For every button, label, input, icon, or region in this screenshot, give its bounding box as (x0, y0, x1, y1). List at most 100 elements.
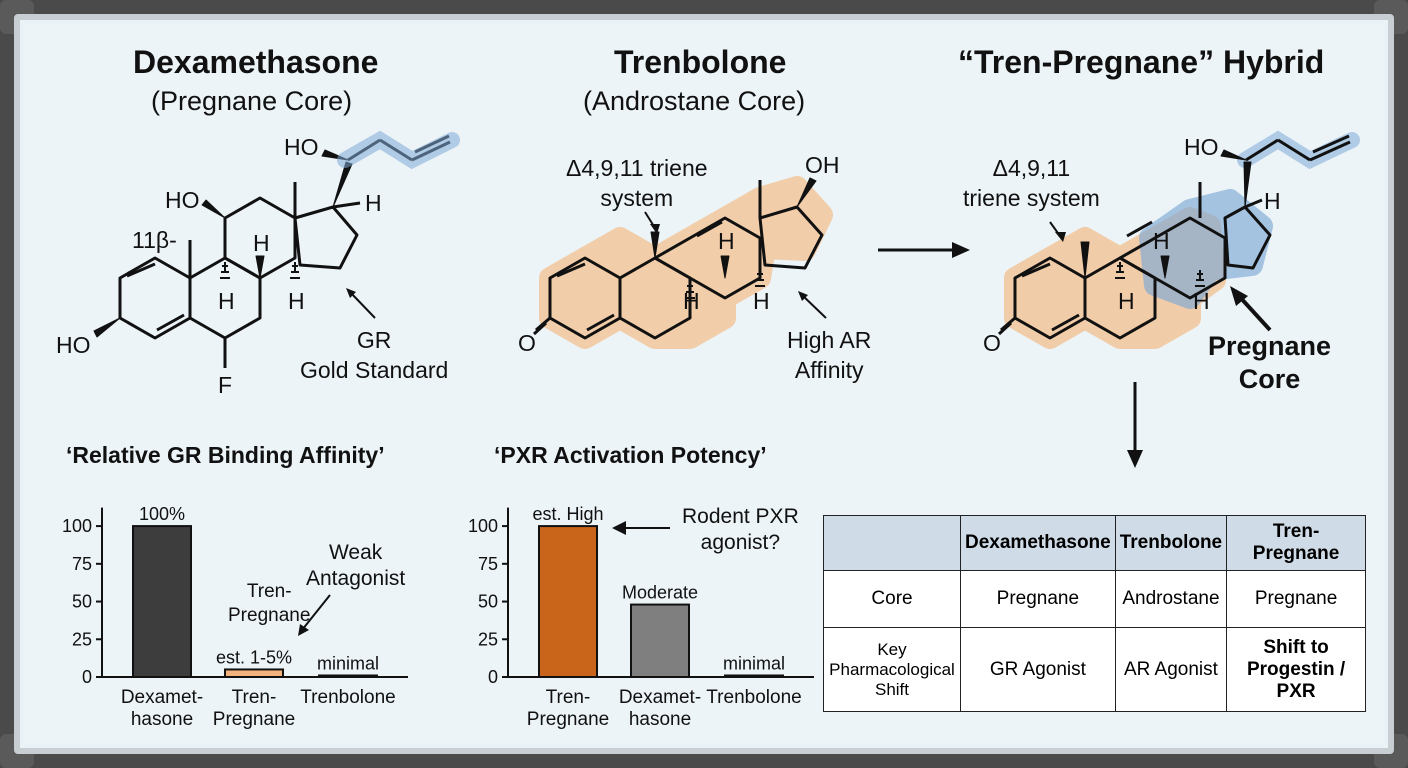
pxr-bar (724, 674, 784, 678)
down-arrowhead (1127, 450, 1143, 468)
dexa-double-bond-a (126, 262, 156, 278)
dexa-h4-label: H (288, 288, 305, 314)
dexa-11beta-label: 11β- (132, 227, 177, 253)
gr-chart-title: ‘Relative GR Binding Affinity’ (66, 442, 385, 468)
hybrid-structure (997, 134, 1351, 340)
hybrid-o-label: O (983, 330, 1001, 356)
tren-triene-line2: system (600, 185, 674, 211)
hybrid-hash-1 (1115, 262, 1125, 279)
gr-antagonist-arrowhead (298, 624, 309, 636)
dexa-sidechain-highlight (337, 130, 460, 170)
table-cell: Pregnane (960, 570, 1116, 628)
pxr-annot-line2: agonist? (700, 531, 781, 554)
pxr-chart-title: ‘PXR Activation Potency’ (494, 442, 767, 468)
gr-data-label: minimal (317, 653, 379, 673)
hybrid-h4-label: H (1193, 288, 1210, 314)
gr-category-label: hasone (131, 709, 193, 730)
tren-c3-o-dbl (532, 321, 548, 336)
tren-triene-annotation: Δ4,9,11 triene system (566, 153, 708, 213)
tren-wedge-methyl (650, 231, 660, 259)
tren-o-label: O (518, 330, 536, 356)
pxr-data-label: minimal (723, 653, 785, 673)
dexa-hash-2 (290, 262, 300, 279)
dexa-wedge-c17 (332, 161, 353, 208)
pxr-y-tick-label: 100 (468, 516, 498, 536)
tren-ar-line2: Affinity (794, 357, 864, 383)
hybrid-triene-line1: Δ4,9,11 (992, 155, 1071, 181)
tren-ar-line1: High AR (787, 327, 872, 353)
gr-y-tick-label: 75 (72, 554, 92, 574)
pxr-bar (538, 525, 598, 678)
gr-category-label: Dexamet- (121, 687, 203, 708)
gr-weak-antagonist-annotation: Weak Antagonist (306, 540, 405, 592)
hybrid-h1-label: H (1264, 188, 1281, 214)
hybrid-sidechain-3 (1309, 140, 1351, 162)
hybrid-triene-arrowhead (1055, 232, 1066, 242)
dexa-c17-h (332, 201, 361, 209)
hybrid-triene-annotation: Δ4,9,11 triene system (963, 153, 1100, 213)
table-header-cell: Tren-Pregnane (1226, 515, 1366, 571)
pxr-category-label: Pregnane (527, 709, 609, 730)
tren-h1-label: H (718, 228, 735, 254)
hybrid-core-line1: Pregnane (1208, 331, 1332, 361)
pxr-data-label: Moderate (622, 583, 698, 603)
gr-y-tick-label: 0 (82, 667, 92, 687)
pxr-y-tick-label: 0 (488, 667, 498, 687)
hybrid-triene-line2: triene system (963, 185, 1100, 211)
comparison-table: Dexamethasone Trenbolone Tren-Pregnane C… (823, 515, 1366, 712)
gr-y-tick-label: 100 (62, 516, 92, 536)
trenbolone-core-subtitle: (Androstane Core) (583, 86, 806, 116)
gr-annot-line3: Weak (328, 541, 383, 564)
hybrid-ho-label: HO (1184, 134, 1219, 160)
hybrid-double-bond-a (1021, 262, 1051, 278)
pxr-data-label: est. High (532, 504, 603, 524)
trenbolone-title: Trenbolone (614, 44, 787, 80)
gr-category-label: Tren- (232, 687, 277, 708)
tren-hash-1 (685, 282, 695, 299)
table-row: Core Pregnane Androstane Pregnane (823, 570, 1366, 628)
table-cell: GR Agonist (960, 627, 1116, 712)
hybrid-double-bond-c (1126, 220, 1153, 238)
gr-y-tick-label: 50 (72, 592, 92, 612)
dexa-wedge-ho3 (93, 317, 121, 338)
hybrid-hash-2 (1195, 270, 1205, 287)
dexa-wedge-h9 (255, 255, 265, 279)
table-cell: Pregnane (1226, 570, 1366, 628)
gr-binding-chart: 0 25 50 75 100 100% Dexamet-hasone est. 1-5% Tre… (62, 504, 408, 730)
tren-ar-arrowhead (798, 291, 808, 301)
hybrid-h3-label: H (1118, 288, 1135, 314)
dexa-gr-arrow (349, 291, 376, 319)
pxr-y-tick-label: 50 (478, 592, 498, 612)
dexa-h3-label: H (218, 288, 235, 314)
trenbolone-structure (532, 177, 824, 340)
hybrid-title: “Tren-Pregnane” Hybrid (958, 44, 1325, 80)
pxr-rodent-annotation: Rodent PXR agonist? (682, 504, 799, 556)
gr-tren-pregnane-annotation: Tren- Pregnane (228, 580, 310, 628)
tren-wedge-h (720, 255, 730, 279)
gr-y-tick-label: 25 (72, 629, 92, 649)
tren-ring-d (758, 205, 824, 270)
hybrid-wedge-h (1160, 255, 1170, 279)
dexa-gr-line1: GR (356, 327, 392, 353)
hybrid-wedge-methyl (1080, 241, 1090, 279)
gr-data-label: est. 1-5% (216, 647, 292, 667)
hybrid-wedge-ho (1220, 149, 1247, 161)
hybrid-core-annotation: Pregnane Core (1208, 330, 1331, 396)
gr-annot-line1: Tren- (246, 581, 292, 602)
gr-antagonist-arrow (301, 594, 331, 631)
hybrid-c17-h (1244, 198, 1263, 209)
tren-double-bond-b (586, 313, 615, 332)
gr-data-label: 100% (139, 504, 185, 524)
dexa-h2-label: H (253, 230, 270, 256)
table-header-cell (823, 515, 961, 571)
pxr-rodent-arrowhead (612, 521, 626, 535)
gr-annot-line2: Pregnane (228, 605, 311, 626)
tren-wedge-oh (796, 177, 817, 208)
dexa-ho-11-label: HO (165, 187, 200, 213)
tren-oh-label: OH (805, 152, 840, 178)
gr-bar (318, 674, 378, 678)
hybrid-double-bond-b (1051, 313, 1080, 332)
